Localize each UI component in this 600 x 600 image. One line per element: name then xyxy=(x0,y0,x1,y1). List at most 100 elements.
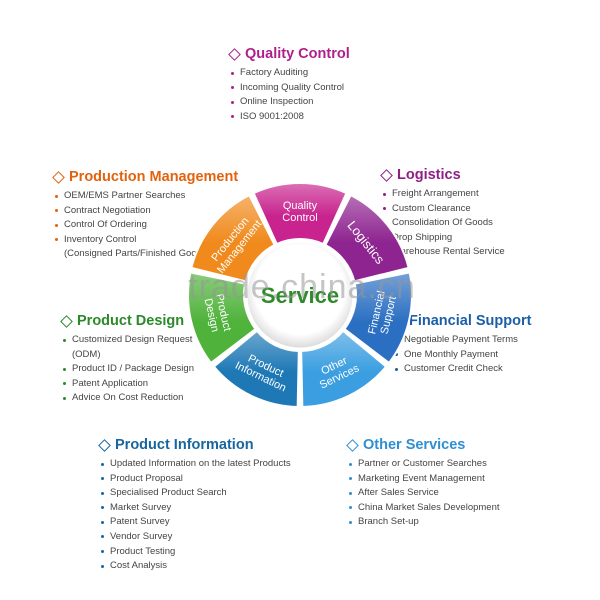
list-item-text: Market Survey xyxy=(110,501,172,513)
bullet-icon xyxy=(383,192,386,196)
list-item: OEM/EMS Partner Searches xyxy=(52,189,238,204)
logistics-title: Logistics xyxy=(380,166,505,184)
diamond-icon xyxy=(98,438,111,452)
bullet-icon xyxy=(101,564,104,568)
wheel-segment-label-line: Control xyxy=(282,212,317,224)
production-management-section: Production Management OEM/EMS Partner Se… xyxy=(52,168,238,262)
list-item-text: Customized Design Request xyxy=(72,334,193,345)
bullet-icon xyxy=(101,491,104,495)
bullet-icon xyxy=(349,520,352,524)
wheel-segment-shine xyxy=(301,330,387,407)
list-item-text: Marketing Event Management xyxy=(358,472,485,484)
list-item: Factory Auditing xyxy=(228,66,350,81)
bullet-icon xyxy=(231,71,234,75)
list-item-text: Warehouse Rental Service xyxy=(392,246,505,258)
list-item-text: Updated Information on the latest Produc… xyxy=(110,458,291,469)
bullet-icon xyxy=(101,462,104,466)
wheel-segment-shine xyxy=(253,183,347,245)
product-design-title-text: Product Design xyxy=(77,313,185,329)
bullet-icon xyxy=(349,462,352,466)
list-item: China Market Sales Development xyxy=(346,501,500,516)
list-item: After Sales Service xyxy=(346,486,500,501)
list-item: Product ID / Package Design xyxy=(60,362,194,377)
product-design-title: Product Design xyxy=(60,312,194,330)
list-item: One Monthly Payment xyxy=(392,348,531,363)
diamond-icon xyxy=(52,170,65,184)
list-item: Product Testing xyxy=(98,545,291,560)
wheel-segment-shine xyxy=(188,272,256,363)
diamond-icon xyxy=(228,47,241,61)
list-item: Product Proposal xyxy=(98,472,291,487)
list-item: (ODM) xyxy=(60,348,194,363)
bullet-icon xyxy=(55,238,58,242)
bullet-icon xyxy=(349,477,352,481)
list-item: Advice On Cost Reduction xyxy=(60,391,194,406)
list-item-text: Advice On Cost Reduction xyxy=(72,392,184,404)
list-item-text: Inventory Control xyxy=(64,233,137,245)
list-item: Patent Survey xyxy=(98,515,291,530)
list-item: Customer Credit Check xyxy=(392,362,531,377)
financial-support-section: Financial Support Negotiable Payment Ter… xyxy=(392,312,531,377)
list-item-text: Cost Analysis xyxy=(110,560,168,572)
bullet-icon xyxy=(383,207,386,211)
list-item-text: Freight Arrangement xyxy=(392,188,479,199)
bullet-icon xyxy=(101,535,104,539)
bullet-icon xyxy=(349,491,352,495)
bullet-icon xyxy=(101,477,104,481)
list-item: Marketing Event Management xyxy=(346,472,500,487)
list-item: Control Of Ordering xyxy=(52,218,238,233)
other-services-title: Other Services xyxy=(346,436,500,454)
wheel-segment-shine xyxy=(213,330,299,407)
bullet-icon xyxy=(63,338,66,342)
bullet-icon xyxy=(63,382,66,386)
other-services-list: Partner or Customer Searches Marketing E… xyxy=(346,457,500,530)
wheel-segment-shine xyxy=(344,272,412,363)
list-item: Freight Arrangement xyxy=(380,187,505,202)
bullet-icon xyxy=(63,367,66,371)
bullet-icon xyxy=(63,396,66,400)
list-item: Online Inspection xyxy=(228,95,350,110)
list-item: Vendor Survey xyxy=(98,530,291,545)
production-management-title-text: Production Management xyxy=(69,169,239,185)
wheel-segment-shine xyxy=(191,195,275,282)
list-item-text: Consolidation Of Goods xyxy=(392,217,493,229)
wheel-center-disc xyxy=(244,239,356,351)
list-item-text: (Consigned Parts/Finished Goods) xyxy=(64,248,210,260)
list-item-text: Vendor Survey xyxy=(110,530,173,542)
bullet-icon xyxy=(101,520,104,524)
quality-control-section: Quality Control Factory Auditing Incomin… xyxy=(228,45,350,124)
list-item-text: (ODM) xyxy=(72,348,101,360)
product-information-section: Product Information Updated Information … xyxy=(98,436,291,574)
list-item: Cost Analysis xyxy=(98,559,291,574)
bullet-icon xyxy=(55,223,58,227)
list-item: Partner or Customer Searches xyxy=(346,457,500,472)
list-item: ISO 9001:2008 xyxy=(228,110,350,125)
list-item-text: Branch Set-up xyxy=(358,516,419,528)
list-item-text: Negotiable Payment Terms xyxy=(404,334,518,345)
production-management-title: Production Management xyxy=(52,168,238,186)
bullet-icon xyxy=(231,115,234,119)
list-item-text: China Market Sales Development xyxy=(358,501,500,513)
product-design-section: Product Design Customized Design Request… xyxy=(60,312,194,406)
quality-control-title-text: Quality Control xyxy=(245,46,350,62)
logistics-section: Logistics Freight Arrangement Custom Cle… xyxy=(380,166,505,260)
list-item-text: Drop Shipping xyxy=(392,231,453,243)
list-item-text: Custom Clearance xyxy=(392,202,471,214)
bullet-icon xyxy=(231,100,234,104)
bullet-icon xyxy=(101,506,104,510)
bullet-icon xyxy=(395,367,398,371)
list-item-text: One Monthly Payment xyxy=(404,348,498,360)
list-item: (Consigned Parts/Finished Goods) xyxy=(52,247,238,262)
list-item-text: Incoming Quality Control xyxy=(240,81,345,93)
list-item: Patent Application xyxy=(60,377,194,392)
product-information-title-text: Product Information xyxy=(115,437,254,453)
list-item: Incoming Quality Control xyxy=(228,81,350,96)
center-label: Service xyxy=(261,283,339,308)
bullet-icon xyxy=(231,86,234,90)
list-item-text: Factory Auditing xyxy=(240,67,309,78)
list-item-text: Partner or Customer Searches xyxy=(358,458,487,469)
wheel-segment-label-line: Quality xyxy=(283,200,318,212)
list-item-text: Customer Credit Check xyxy=(404,363,503,375)
wheel-segment-shine xyxy=(325,195,409,282)
